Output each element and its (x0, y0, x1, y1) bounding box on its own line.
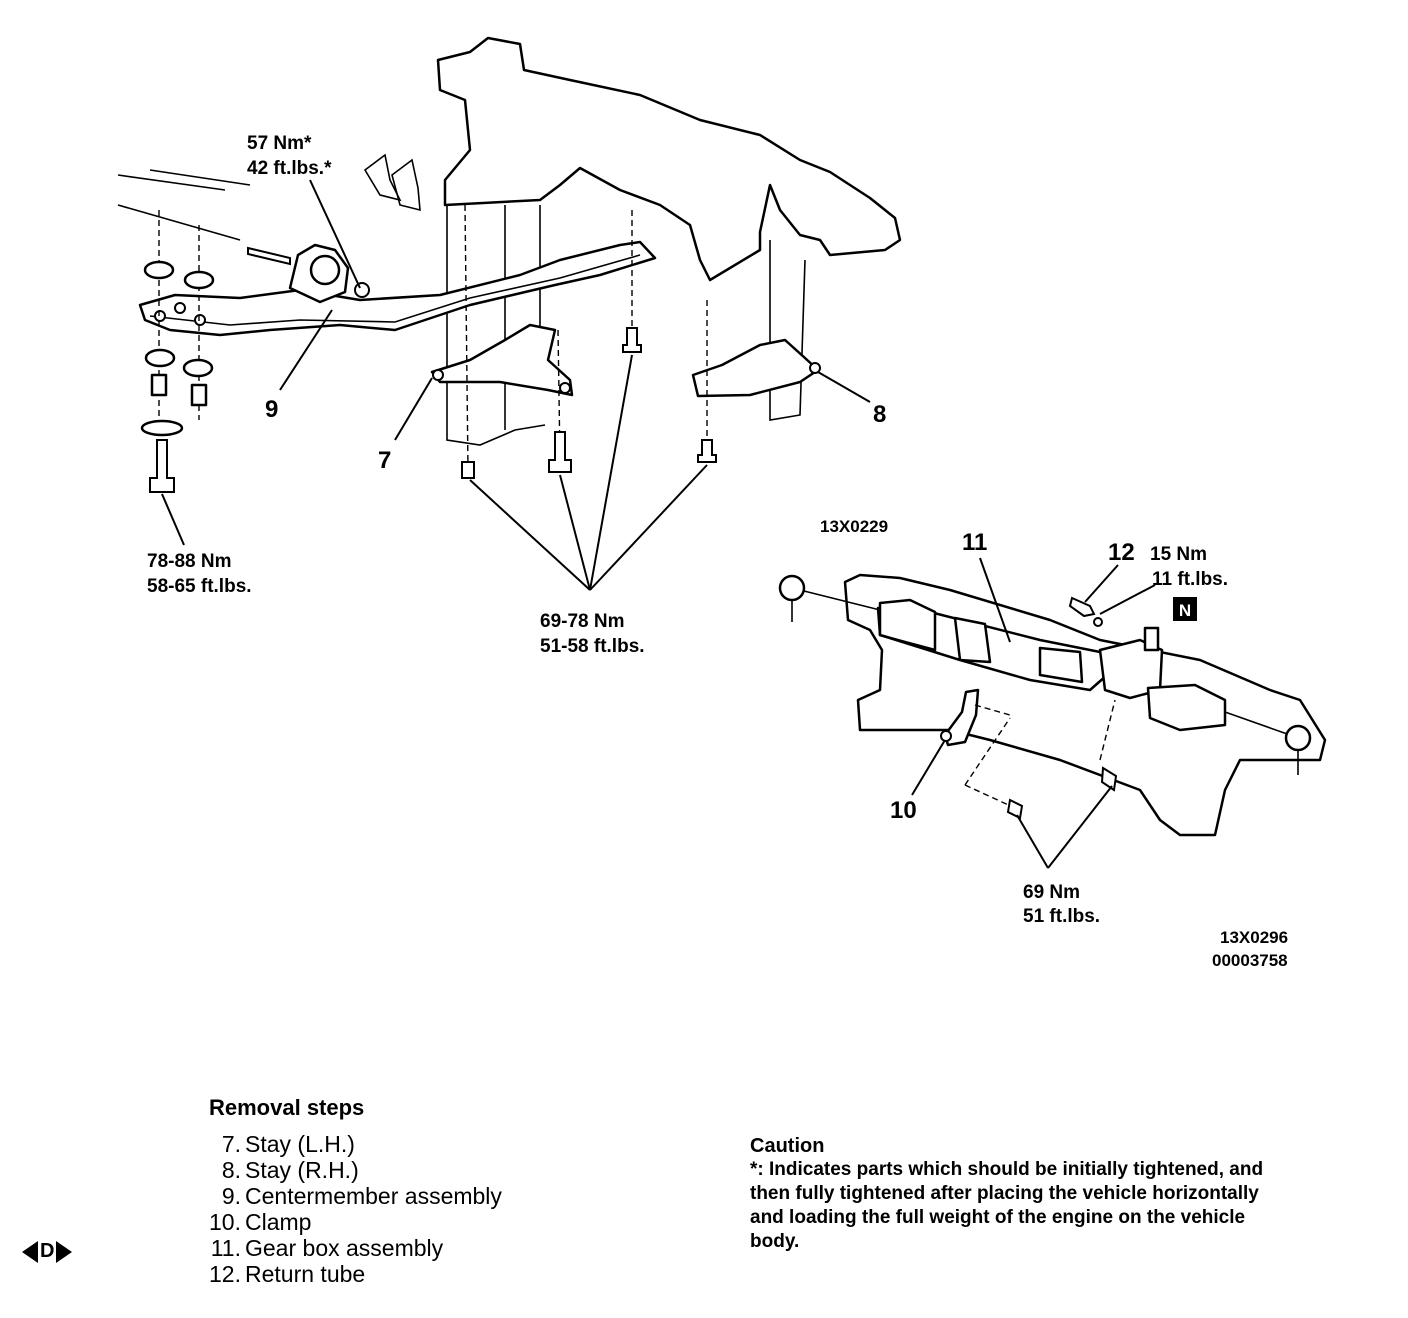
previous-arrow-icon[interactable] (22, 1240, 38, 1263)
list-item: 8.Stay (R.H.) (195, 1157, 502, 1183)
vehicle-body-outline (363, 36, 902, 446)
step-number: 10. (209, 1209, 241, 1235)
step-number: 7. (221, 1131, 241, 1157)
new-part-badge: N (1173, 597, 1197, 621)
torque-return-tube-ft: 11 ft.lbs. (1152, 569, 1228, 590)
step-label: Clamp (245, 1209, 312, 1235)
return-tube-bolt (1068, 596, 1103, 627)
torque-stay-bolts-ft: 51-58 ft.lbs. (540, 636, 645, 657)
caution-line: *: Indicates parts which should be initi… (750, 1159, 1264, 1180)
caution-title: Caution (750, 1135, 825, 1157)
callout-10: 10 (890, 797, 917, 824)
lower-leader-lines (911, 557, 1156, 869)
section-letter: D (40, 1240, 55, 1262)
list-item: 10.Clamp (195, 1209, 502, 1235)
clamp (940, 688, 1118, 820)
stay-left-hand (430, 323, 574, 397)
torque-bushing-ft: 42 ft.lbs.* (247, 158, 332, 179)
figure-id: 00003758 (1212, 951, 1288, 970)
torque-return-tube-nm: 15 Nm (1150, 544, 1207, 565)
caution-line: body. (750, 1231, 800, 1252)
caution-line: then fully tightened after placing the v… (750, 1183, 1259, 1204)
callout-12: 12 (1108, 539, 1135, 566)
torque-clamp-nm: 69 Nm (1023, 882, 1080, 903)
callout-7: 7 (378, 447, 391, 474)
list-item: 11.Gear box assembly (195, 1235, 502, 1261)
caution-text: *: Indicates parts which should be initi… (750, 1158, 1408, 1254)
list-item: 9.Centermember assembly (195, 1183, 502, 1209)
next-arrow-icon[interactable] (56, 1240, 73, 1263)
torque-front-bolt-ft: 58-65 ft.lbs. (147, 576, 252, 597)
step-number: 9. (221, 1183, 241, 1209)
torque-front-bolt-nm: 78-88 Nm (147, 551, 232, 572)
centermember-mount-bushings (140, 210, 215, 493)
torque-stay-bolts-nm: 69-78 Nm (540, 611, 625, 632)
svg-text:N: N (1179, 601, 1191, 620)
figure-code-sub: 13X0296 (1220, 928, 1288, 947)
stay-right-hand (691, 338, 821, 398)
caution-note: Caution *: Indicates parts which should … (750, 1135, 1408, 1254)
callout-11: 11 (962, 529, 987, 556)
step-label: Centermember assembly (245, 1183, 502, 1209)
list-item: 12.Return tube (195, 1261, 502, 1287)
caution-line: and loading the full weight of the engin… (750, 1207, 1246, 1228)
step-label: Gear box assembly (245, 1235, 444, 1261)
centermember-assembly (138, 240, 657, 337)
step-label: Stay (L.H.) (245, 1131, 355, 1157)
step-number: 11. (210, 1235, 241, 1261)
removal-steps-title: Removal steps (209, 1095, 365, 1120)
step-label: Return tube (245, 1261, 366, 1287)
upper-leader-lines (161, 179, 871, 591)
torque-clamp-ft: 51 ft.lbs. (1023, 906, 1100, 927)
callout-9: 9 (265, 396, 278, 423)
list-item: 7.Stay (L.H.) (195, 1131, 502, 1157)
torque-bushing-nm: 57 Nm* (247, 133, 312, 154)
figure-code-main: 13X0229 (820, 517, 888, 536)
stay-bolts (461, 204, 717, 479)
removal-steps-list: 7.Stay (L.H.) 8.Stay (R.H.) 9.Centermemb… (195, 1131, 502, 1287)
removal-steps: Removal steps 7.Stay (L.H.) 8.Stay (R.H.… (195, 1095, 502, 1287)
step-number: 12. (209, 1261, 241, 1287)
page-nav: D (22, 1240, 73, 1263)
callout-8: 8 (873, 401, 886, 428)
step-label: Stay (R.H.) (245, 1157, 359, 1183)
gear-box-assembly (778, 574, 1312, 775)
step-number: 8. (221, 1157, 241, 1183)
frame-hatch-lines (117, 169, 251, 241)
